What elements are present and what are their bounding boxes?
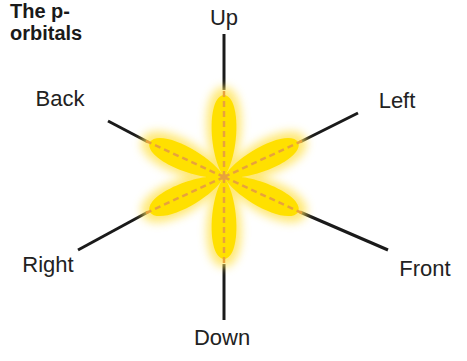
direction-label: Back: [36, 86, 85, 112]
up-axis: [223, 34, 226, 90]
lobe-front: [219, 166, 304, 223]
direction-label: Up: [210, 5, 238, 31]
direction-label: Down: [194, 325, 250, 351]
lobe-right: [144, 166, 229, 223]
dash-left: [224, 141, 302, 177]
right-axis: [78, 212, 148, 250]
back-axis: [108, 121, 148, 142]
lobes: [135, 87, 313, 267]
direction-label: Right: [22, 252, 73, 278]
lobe-cores: [144, 95, 303, 259]
dash-back: [146, 141, 224, 177]
dash-front: [224, 177, 302, 213]
lobe-glow: [135, 87, 313, 267]
front-axis: [300, 212, 388, 250]
diagram-title: The p-orbitals: [10, 0, 122, 44]
dash-right: [146, 177, 224, 213]
direction-label: Front: [399, 256, 450, 282]
left-axis: [300, 113, 358, 142]
axis-lines: [78, 34, 388, 320]
nucleus-dot: [221, 174, 227, 180]
direction-label: Left: [379, 88, 416, 114]
down-axis: [223, 264, 226, 320]
dash-up: [223, 89, 226, 177]
dashed-axes: [146, 89, 302, 265]
dash-down: [223, 177, 226, 265]
